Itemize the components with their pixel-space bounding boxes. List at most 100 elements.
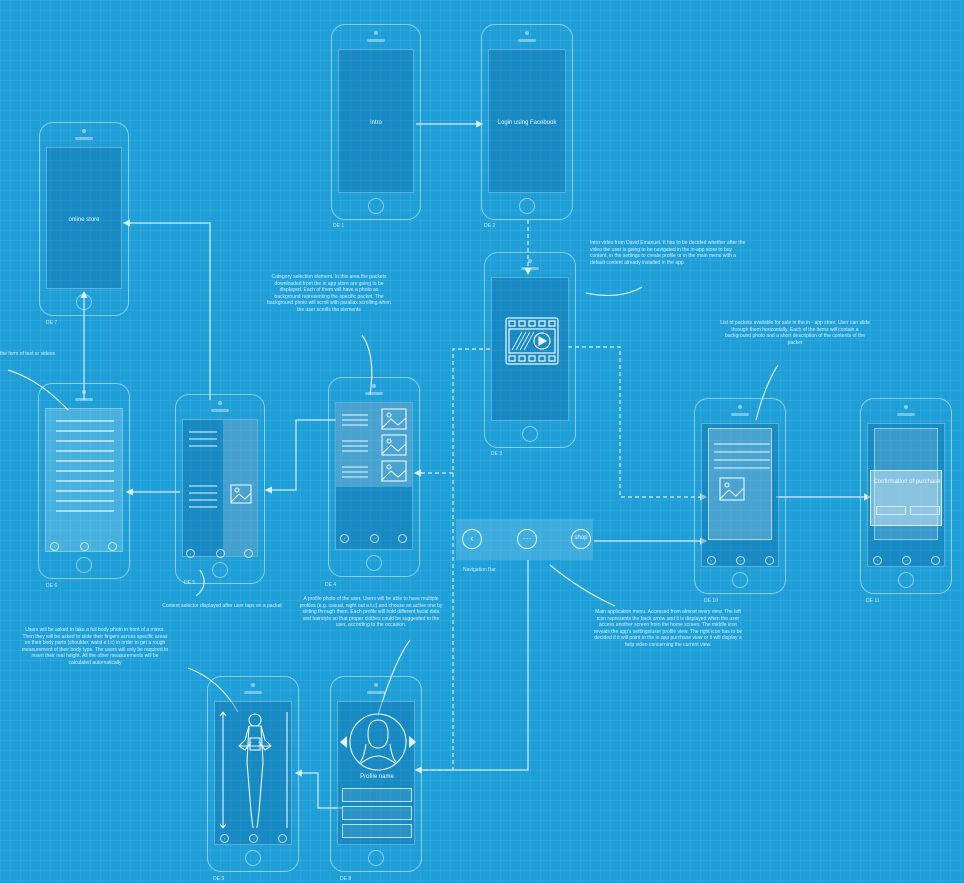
shop-icon[interactable] [398,534,407,543]
note-pointer-selector [195,569,205,597]
back-icon[interactable]: ‹ [220,834,229,843]
back-icon[interactable]: ‹ [50,542,59,551]
shop-icon[interactable] [765,556,774,565]
phone-de1 [331,24,421,220]
profile-name: Profile name [360,774,394,780]
shop-icon[interactable] [931,556,940,565]
home-button[interactable] [212,562,228,578]
home-button[interactable] [522,426,538,442]
speaker-slot [244,691,262,694]
home-button[interactable] [76,557,92,573]
menu-icon[interactable]: ··· [80,542,89,551]
camera-icon [374,31,378,35]
video-placeholder-icon[interactable] [492,278,572,424]
camera-icon [82,390,86,394]
screen-de7[interactable] [46,147,122,289]
screen-de1[interactable] [338,49,414,193]
screen-de4-label: DE 4 [325,582,337,588]
packet-card-content [714,443,770,501]
packet-card [874,428,938,540]
menu-icon[interactable]: ··· [902,556,911,565]
menu-icon[interactable]: ··· [216,549,225,558]
phone-de6: ‹ ··· [38,383,130,579]
note-text-videos: the form of text or videos [0,351,56,357]
home-button[interactable] [76,294,92,310]
note-profile-photo: A profile photo of the user. Users will … [299,596,443,628]
profile-photo-icon[interactable] [338,702,418,848]
camera-icon [82,129,86,133]
menu-icon[interactable]: ··· [249,834,258,843]
phone-de8: Profile name [330,676,422,872]
shop-icon[interactable] [108,542,117,551]
note-category: Category selection element. In this area… [267,274,391,313]
screen-de5-label: DE 5 [184,580,196,586]
screen-de8[interactable] [337,701,418,848]
screen-de3-label: DE 3 [491,451,503,457]
shop-icon[interactable] [278,834,287,843]
navigation-bar[interactable]: ‹ ··· shop [456,519,593,560]
menu-icon[interactable]: ··· [370,534,379,543]
screen-de5[interactable] [182,419,258,557]
arrow-de5-de7 [122,219,211,400]
dots-menu-icon[interactable]: ··· [517,529,537,549]
home-button[interactable] [732,572,748,588]
profile-field-1[interactable] [342,788,412,802]
home-button[interactable] [898,572,914,588]
note-pointer-intro [585,286,643,297]
note-pointer-text [7,369,69,411]
arrow-nav-de8 [414,560,529,774]
camera-icon [904,405,908,409]
back-icon[interactable]: ‹ [707,556,716,565]
camera-icon [738,405,742,409]
screen-de3[interactable] [491,277,569,421]
home-button[interactable] [245,850,261,866]
screen-de11[interactable] [867,423,945,567]
speaker-slot [365,392,383,395]
home-button[interactable] [368,850,384,866]
screen-de6[interactable] [45,408,123,552]
screen-de10[interactable] [701,423,779,567]
cancel-button[interactable] [876,506,906,515]
category-list[interactable] [336,403,412,487]
screen-de1-label: DE 1 [333,223,345,229]
screen-de2[interactable] [488,49,566,193]
back-icon[interactable]: ‹ [873,556,882,565]
note-intro-video: Intro video from David Emanuel. It has t… [590,240,746,266]
note-menu: Main application menu. Accessed from alm… [593,609,743,648]
shop-icon[interactable] [244,549,253,558]
speaker-slot [521,267,539,270]
screen-de9-label: DE 9 [213,876,225,882]
packet-card[interactable] [708,428,772,540]
menu-icon[interactable]: ··· [736,556,745,565]
screen-de4[interactable] [335,402,413,550]
text-content-lines [56,420,114,512]
speaker-slot [518,39,536,42]
screen-de6-label: DE 6 [46,583,58,589]
speaker-slot [367,691,385,694]
phone-de7 [39,122,129,316]
confirm-button[interactable] [910,506,940,515]
note-body-photo: Users will be asked to take a full body … [21,627,169,666]
phone-de9: ‹ ··· [207,676,299,872]
screen-de2-text: Login using Facebook [497,120,557,126]
screen-de7-label: DE 7 [46,320,58,326]
phone-de4: ‹ ··· [328,377,420,577]
screen-de10-label: DE 10 [704,598,718,604]
profile-field-3[interactable] [342,824,412,838]
camera-icon [218,401,222,405]
home-button[interactable] [366,555,382,571]
purchase-confirmation-dialog[interactable] [870,470,942,526]
speaker-slot [367,39,385,42]
screen-de2-label: DE 2 [484,223,496,229]
camera-icon [525,31,529,35]
note-packets: List of packets available for sale in th… [720,320,870,346]
phone-de11: Confirmation of purchase ‹ ··· [860,398,952,594]
home-button[interactable] [368,198,384,214]
back-arrow-icon[interactable]: ‹ [462,529,482,549]
back-icon[interactable]: ‹ [186,549,195,558]
shop-icon[interactable]: shop [571,529,591,549]
screen-de9[interactable] [214,701,292,845]
home-button[interactable] [519,198,535,214]
back-icon[interactable]: ‹ [340,534,349,543]
profile-field-2[interactable] [342,806,412,820]
